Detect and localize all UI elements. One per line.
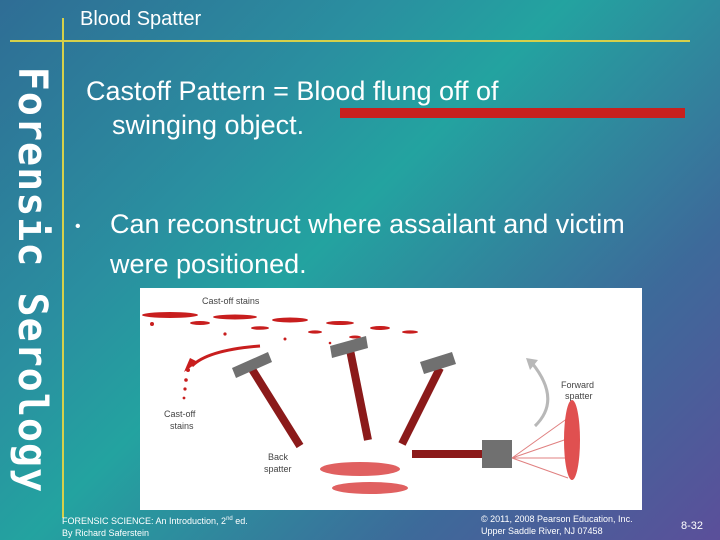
- heading-line-1: Castoff Pattern = Blood flung off of: [86, 76, 499, 106]
- horizontal-accent-line: [10, 40, 690, 42]
- footer-left-line-1: FORENSIC SCIENCE: An Introduction, 2nd e…: [62, 513, 248, 527]
- castoff-diagram-svg: Cast-off stains Forward spatter Cast-off…: [142, 296, 594, 494]
- main-heading: Castoff Pattern = Blood flung off of swi…: [86, 74, 646, 142]
- castoff-drips: [182, 368, 190, 400]
- footer-copyright: © 2011, 2008 Pearson Education, Inc.: [481, 514, 633, 524]
- side-title-container: Forensic Serology: [5, 40, 59, 520]
- swing-arrowhead-right: [526, 358, 538, 370]
- label-castoff-left-1: Cast-off: [164, 409, 196, 419]
- bullet-text: Can reconstruct where assailant and vict…: [110, 209, 625, 279]
- label-castoff-left-2: stains: [170, 421, 194, 431]
- heading-line-2: swinging object.: [112, 110, 305, 140]
- vertical-accent-line: [62, 18, 64, 518]
- hammer-2: [330, 336, 372, 441]
- footer-edition-suffix: ed.: [232, 516, 248, 526]
- footer-address: Upper Saddle River, NJ 07458: [481, 526, 603, 536]
- red-accent-bar: [340, 108, 685, 118]
- label-forward-2: spatter: [565, 391, 593, 401]
- footer-left: FORENSIC SCIENCE: An Introduction, 2nd e…: [62, 513, 248, 539]
- footer-book-title: FORENSIC SCIENCE: An Introduction, 2: [62, 516, 227, 526]
- forward-spatter: [511, 400, 580, 480]
- side-title: Forensic Serology: [9, 66, 55, 494]
- swing-arrow-right: [530, 362, 550, 428]
- castoff-diagram: Cast-off stains Forward spatter Cast-off…: [140, 288, 642, 510]
- castoff-streaks: [142, 312, 418, 345]
- hammer-4: [412, 440, 512, 468]
- label-back-1: Back: [268, 452, 289, 462]
- label-forward-1: Forward: [561, 380, 594, 390]
- hammer-1: [232, 352, 304, 449]
- back-spatter: [320, 462, 408, 494]
- footer-left-line-2: By Richard Saferstein: [62, 528, 150, 538]
- bullet-point: •: [75, 218, 81, 235]
- page-number: 8-32: [681, 520, 704, 532]
- slide-title: Blood Spatter: [80, 8, 202, 30]
- hammer-3: [398, 352, 456, 446]
- label-back-2: spatter: [264, 464, 292, 474]
- label-castoff-top: Cast-off stains: [202, 296, 260, 306]
- footer-edition-sup: nd: [226, 516, 233, 522]
- footer-right: © 2011, 2008 Pearson Education, Inc. Upp…: [481, 513, 633, 537]
- swing-arrowhead-left: [184, 358, 198, 372]
